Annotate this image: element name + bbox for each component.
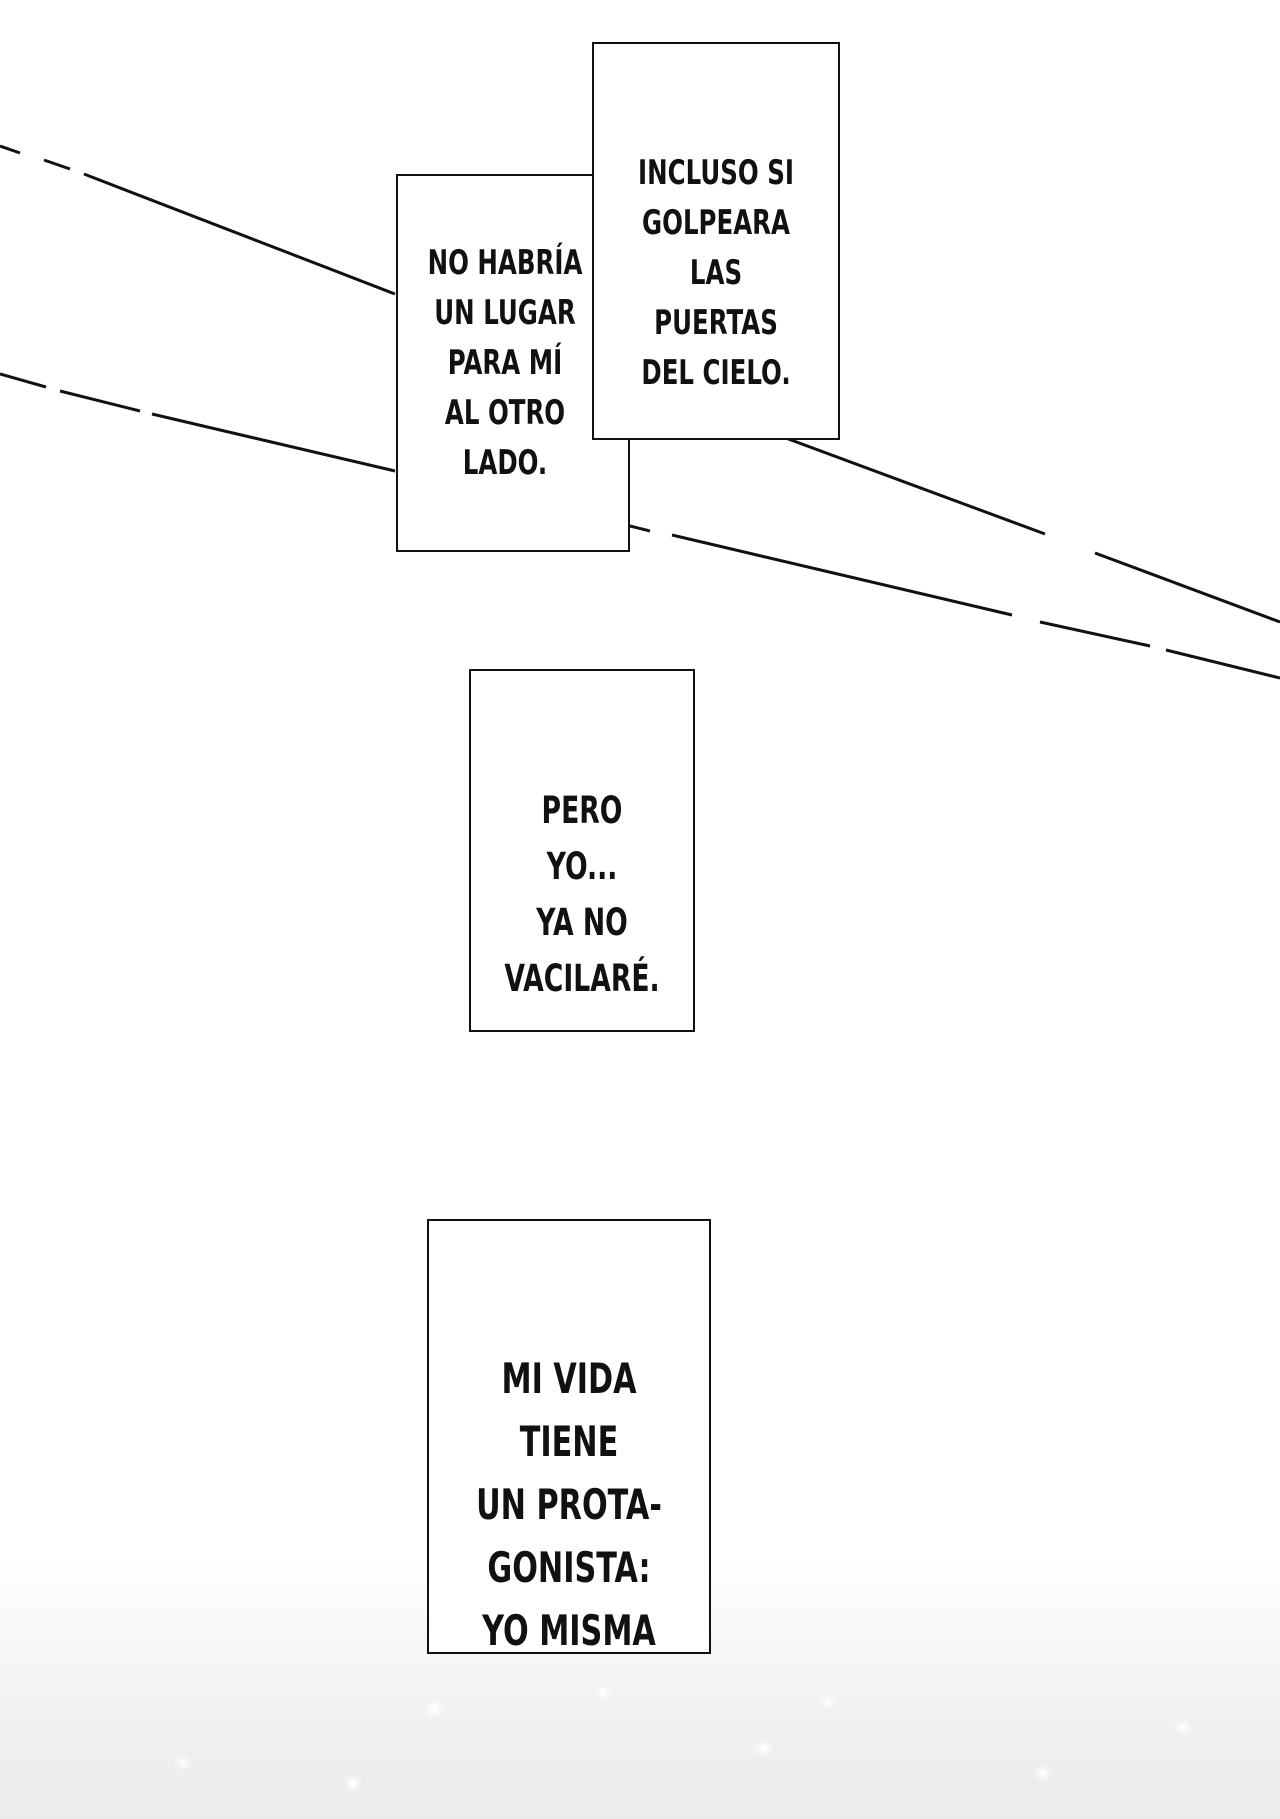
speed-line-segment bbox=[43, 158, 71, 171]
caption-box-hesitate: Pero yo... ya no vacilaré. bbox=[469, 669, 695, 1032]
speed-line-segment bbox=[0, 372, 47, 389]
caption-box-heaven: Incluso si golpeara las puertas del ciel… bbox=[592, 42, 840, 440]
speed-line-segment bbox=[629, 524, 651, 533]
caption-heaven-text: Incluso si golpeara las puertas del ciel… bbox=[638, 153, 794, 393]
speed-line-segment bbox=[1039, 620, 1151, 648]
speed-line-segment bbox=[151, 412, 396, 473]
sparkle bbox=[825, 1700, 830, 1705]
caption-hesitate-text: Pero yo... ya no vacilaré. bbox=[504, 789, 660, 1000]
caption-box-no-place: No habría un lugar para mí al otro lado. bbox=[396, 174, 630, 552]
speed-line-segment bbox=[0, 144, 21, 155]
sparkle bbox=[350, 1780, 356, 1786]
speed-line-segment bbox=[1165, 648, 1280, 680]
caption-no-place-text: No habría un lugar para mí al otro lado. bbox=[427, 243, 583, 483]
caption-life-text: Mi vida tiene un prota- gonista: yo mism… bbox=[476, 1354, 662, 1655]
sparkle bbox=[1040, 1770, 1046, 1776]
speed-line-segment bbox=[1094, 551, 1280, 624]
speed-line-segment bbox=[59, 389, 141, 413]
caption-box-life: Mi vida tiene un prota- gonista: yo mism… bbox=[427, 1219, 711, 1655]
sparkle bbox=[760, 1745, 767, 1752]
sparkle bbox=[180, 1760, 185, 1765]
sparkle bbox=[430, 1705, 438, 1713]
speed-line-segment bbox=[782, 435, 1046, 536]
sparkle bbox=[600, 1690, 606, 1696]
sparkle bbox=[1180, 1725, 1185, 1730]
speed-line-segment bbox=[671, 533, 1013, 617]
speed-line-segment bbox=[83, 172, 396, 296]
